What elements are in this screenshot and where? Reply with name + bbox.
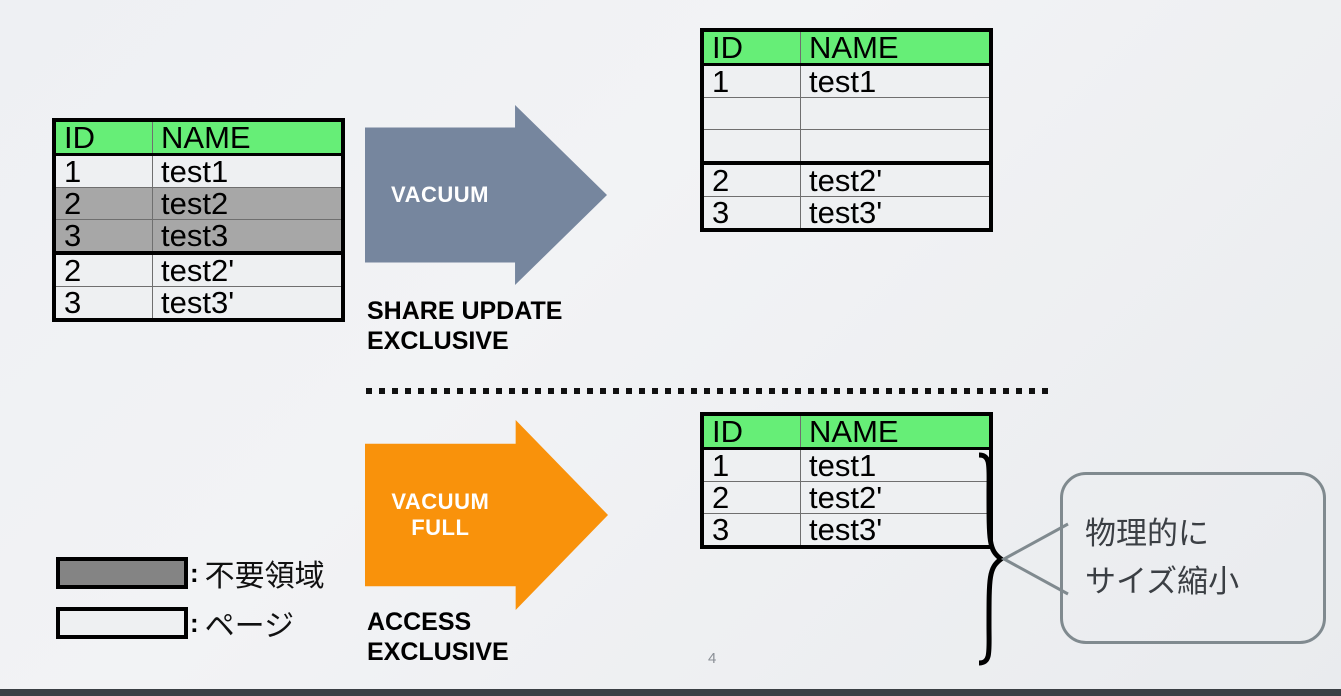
section-divider xyxy=(366,388,1052,394)
cell-id: 2 xyxy=(701,162,801,197)
table-row: 2 test2' xyxy=(701,162,992,197)
table-row: 3 test3' xyxy=(53,286,344,321)
cell-id: 3 xyxy=(701,513,801,548)
cell-name: test2' xyxy=(800,481,992,514)
legend-label-dead-space: 不要領域 xyxy=(204,560,325,593)
cell-id: 1 xyxy=(701,64,801,98)
table-row: 3 test3' xyxy=(701,196,992,231)
table-row: 3 test3' xyxy=(701,513,992,548)
cell-name: test2 xyxy=(152,187,344,220)
header-cell-name: NAME xyxy=(152,119,344,156)
size-reduction-callout: 物理的に サイズ縮小 xyxy=(1060,472,1326,644)
table-row: 2 test2' xyxy=(53,252,344,287)
header-cell-name: NAME xyxy=(800,413,992,450)
after-vacuum-full-table: ID NAME 1 test1 2 test2' 3 test3' xyxy=(700,412,993,549)
header-cell-id: ID xyxy=(701,413,801,450)
cell-name: test1 xyxy=(800,448,992,482)
vacuum-full-arrow-label: VACUUM FULL xyxy=(391,489,490,540)
cell-name xyxy=(800,97,992,130)
table-row: 3 test3 xyxy=(53,219,344,255)
cell-id: 3 xyxy=(53,219,153,255)
cell-id xyxy=(701,97,801,130)
legend-swatch-gray-icon xyxy=(56,557,188,589)
callout-line-1: 物理的に xyxy=(1085,515,1209,551)
cell-id: 3 xyxy=(53,286,153,321)
cell-name: test3 xyxy=(152,219,344,255)
slide-page-number: 4 xyxy=(708,650,717,667)
vacuum-arrow-label: VACUUM xyxy=(391,182,489,208)
header-cell-name: NAME xyxy=(800,29,992,66)
vacuum-full-arrow: VACUUM FULL xyxy=(365,420,608,610)
legend-label-page: ページ xyxy=(204,610,295,643)
cell-id: 2 xyxy=(53,187,153,220)
table-row: 2 test2' xyxy=(701,481,992,514)
header-cell-id: ID xyxy=(53,119,153,156)
legend-item-page: : ページ xyxy=(56,602,325,644)
legend: : 不要領域 : ページ xyxy=(56,552,325,652)
legend-item-dead-space: : 不要領域 xyxy=(56,552,325,594)
share-update-exclusive-label: SHARE UPDATE EXCLUSIVE xyxy=(367,297,563,355)
cell-name: test3' xyxy=(152,286,344,321)
cell-name: test1 xyxy=(152,154,344,188)
cell-id xyxy=(701,129,801,165)
cell-name: test2' xyxy=(800,162,992,197)
table-header-row: ID NAME xyxy=(701,413,992,450)
callout-line-2: サイズ縮小 xyxy=(1085,564,1240,599)
cell-name: test2' xyxy=(152,252,344,287)
cell-id: 2 xyxy=(53,252,153,287)
callout-tail-icon xyxy=(1000,522,1069,596)
table-row xyxy=(701,129,992,165)
table-header-row: ID NAME xyxy=(53,119,344,156)
cell-id: 1 xyxy=(53,154,153,188)
table-row: 1 test1 xyxy=(701,448,992,482)
legend-swatch-white-icon xyxy=(56,607,188,639)
cell-name: test3' xyxy=(800,513,992,548)
cell-id: 1 xyxy=(701,448,801,482)
header-cell-id: ID xyxy=(701,29,801,66)
legend-colon: : xyxy=(190,557,199,588)
cell-name xyxy=(800,129,992,165)
cell-name: test3' xyxy=(800,196,992,231)
source-table: ID NAME 1 test1 2 test2 3 test3 2 test2'… xyxy=(52,118,345,322)
table-header-row: ID NAME xyxy=(701,29,992,66)
vacuum-arrow: VACUUM xyxy=(365,105,607,285)
cell-name: test1 xyxy=(800,64,992,98)
table-row: 1 test1 xyxy=(701,64,992,98)
legend-colon: : xyxy=(190,607,199,638)
table-row xyxy=(701,97,992,130)
table-row: 1 test1 xyxy=(53,154,344,188)
after-vacuum-table: ID NAME 1 test1 2 test2' 3 test3' xyxy=(700,28,993,232)
table-row: 2 test2 xyxy=(53,187,344,220)
cell-id: 3 xyxy=(701,196,801,231)
cell-id: 2 xyxy=(701,481,801,514)
access-exclusive-label: ACCESS EXCLUSIVE xyxy=(367,608,509,666)
